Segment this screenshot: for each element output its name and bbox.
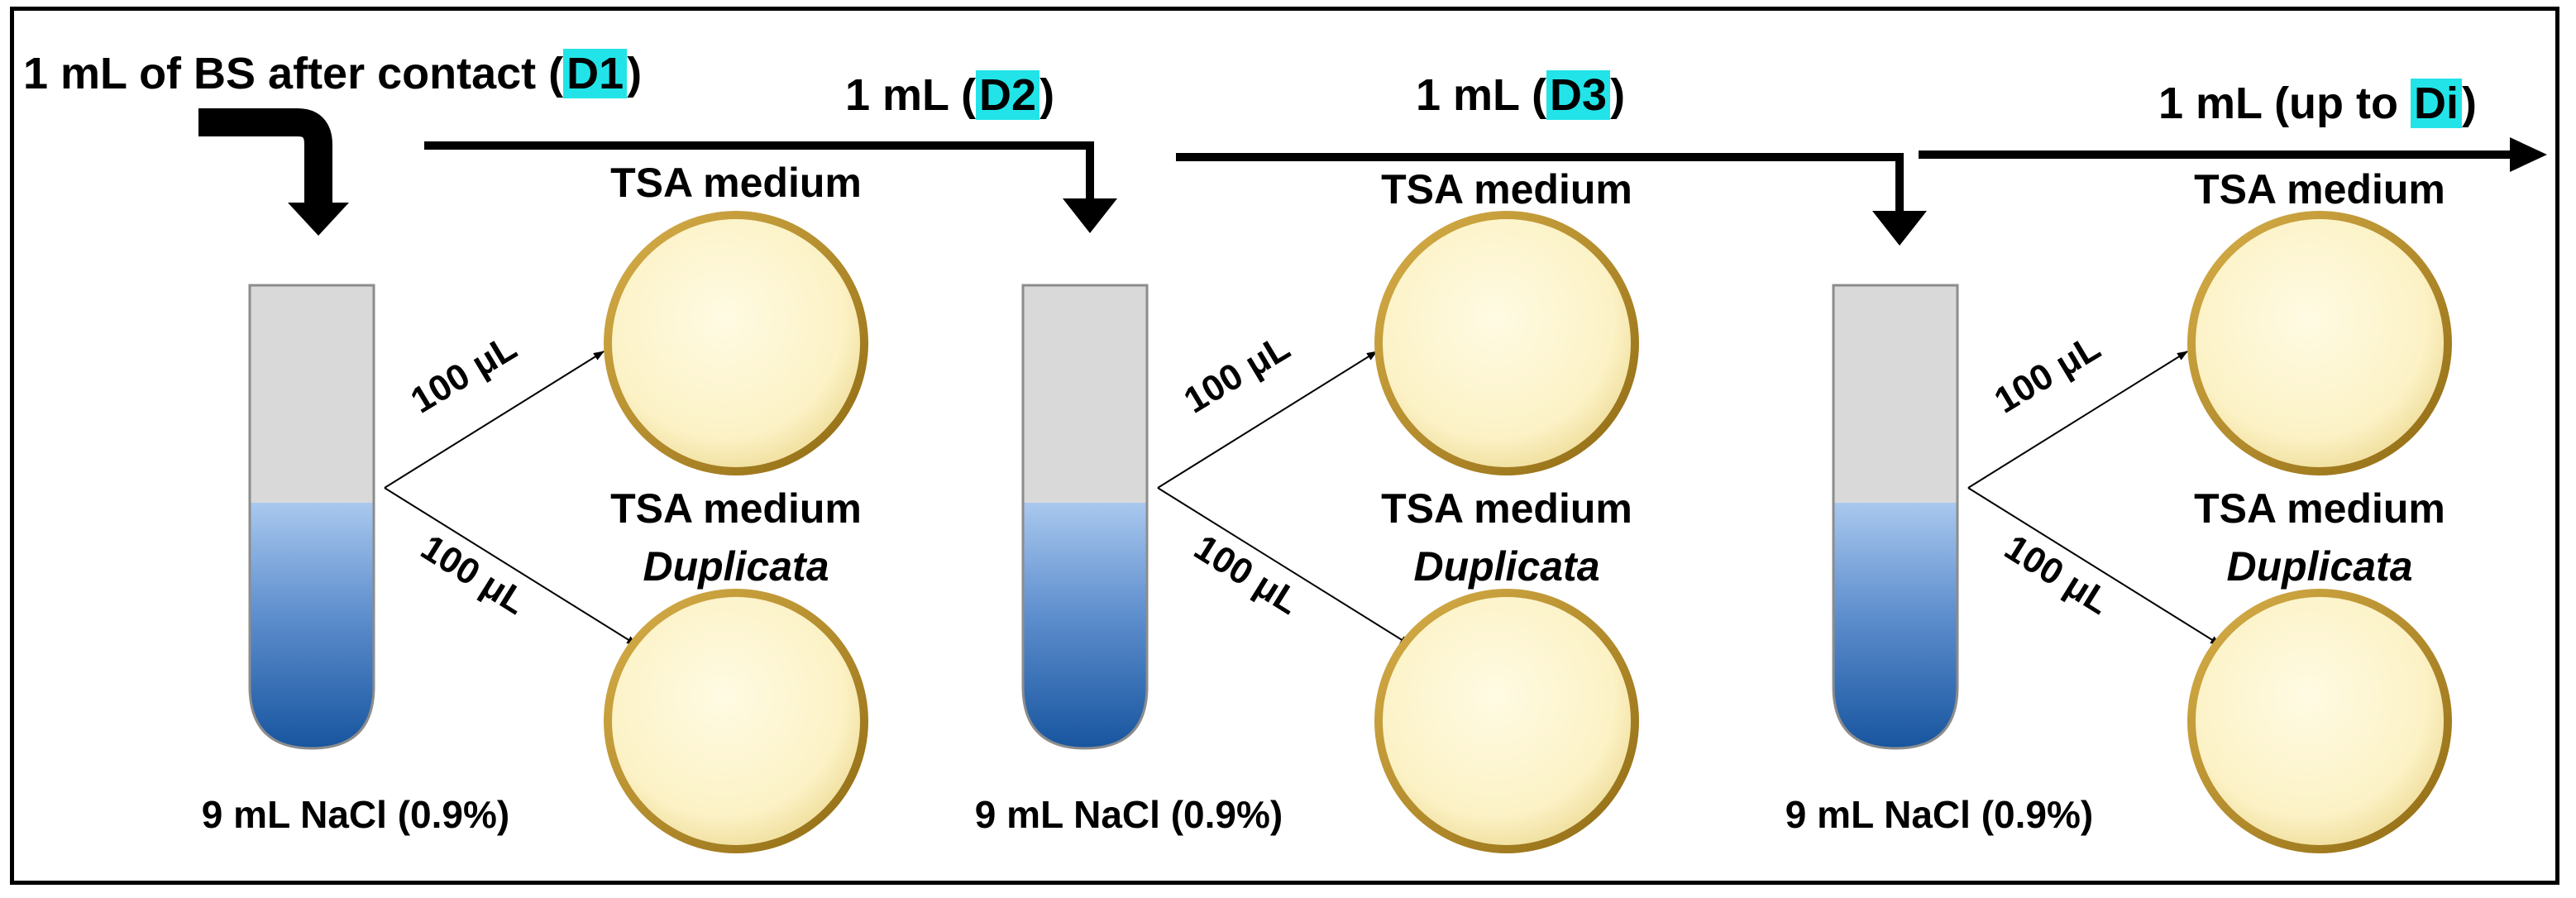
plate-lower-sublabel: Duplicata: [2226, 543, 2413, 590]
dilution-code-badge: D1: [563, 49, 628, 98]
transfer-arrow-1: [424, 141, 1094, 203]
pipette-arrow-upper-1: [384, 351, 605, 489]
pipette-arrow-upper-3: [1967, 351, 2188, 489]
transfer-suffix: ): [1039, 70, 1055, 120]
pipette-arrow-upper-2: [1157, 351, 1378, 489]
tube-label: 9 mL NaCl (0.9%): [974, 793, 1283, 836]
transfer-suffix: ): [2462, 79, 2477, 128]
dilution-code-badge: Di: [2411, 79, 2462, 128]
plate-lower-label: TSA medium: [1381, 485, 1632, 532]
transfer-suffix: ): [627, 49, 643, 98]
plate-upper-label: TSA medium: [1381, 166, 1632, 213]
dilution-code-badge: D2: [976, 70, 1040, 120]
petri-plate-upper-2: [1374, 211, 1639, 475]
pipette-arrow-lower-1: [384, 487, 638, 646]
plate-lower-sublabel: Duplicata: [643, 543, 829, 590]
tube-label: 9 mL NaCl (0.9%): [201, 793, 510, 836]
transfer-label-d1: 1 mL of BS after contact (D1): [23, 49, 643, 98]
plate-lower-sublabel: Duplicata: [1413, 543, 1600, 590]
transfer-prefix: 1 mL (: [845, 70, 977, 120]
plate-upper-label: TSA medium: [610, 160, 862, 206]
transfer-label-d2: 1 mL (D2): [845, 70, 1055, 120]
curved-arrow-icon: [198, 108, 332, 207]
arrowhead-icon: [2510, 137, 2547, 172]
transfer-suffix: ): [1610, 70, 1626, 120]
petri-plate-upper-1: [604, 211, 868, 475]
transfer-label-d3: 1 mL (D3): [1416, 70, 1626, 120]
transfer-label-di: 1 mL (up to Di): [2158, 79, 2477, 128]
transfer-prefix: 1 mL of BS after contact (: [23, 49, 564, 98]
plate-upper-label: TSA medium: [2194, 166, 2445, 213]
petri-plate-lower-2: [1374, 589, 1639, 853]
transfer-prefix: 1 mL (: [1416, 70, 1547, 120]
arrowhead-icon: [288, 203, 349, 236]
transfer-arrow-2: [1176, 153, 1904, 213]
petri-plate-lower-1: [604, 589, 868, 853]
petri-plate-upper-3: [2187, 211, 2452, 475]
pipette-arrow-lower-2: [1157, 487, 1411, 646]
arrowhead-icon: [1063, 198, 1117, 233]
petri-plate-lower-3: [2187, 589, 2452, 853]
tube-label: 9 mL NaCl (0.9%): [1785, 793, 2094, 836]
test-tube-3: [1832, 284, 1959, 750]
plate-lower-label: TSA medium: [2194, 485, 2445, 532]
dilution-code-badge: D3: [1546, 70, 1611, 120]
transfer-prefix: 1 mL (up to: [2158, 79, 2411, 128]
arrowhead-icon: [1872, 211, 1927, 246]
pipette-arrow-lower-3: [1967, 487, 2221, 646]
test-tube-2: [1021, 284, 1149, 750]
plate-lower-label: TSA medium: [610, 485, 862, 532]
test-tube-1: [248, 284, 375, 750]
